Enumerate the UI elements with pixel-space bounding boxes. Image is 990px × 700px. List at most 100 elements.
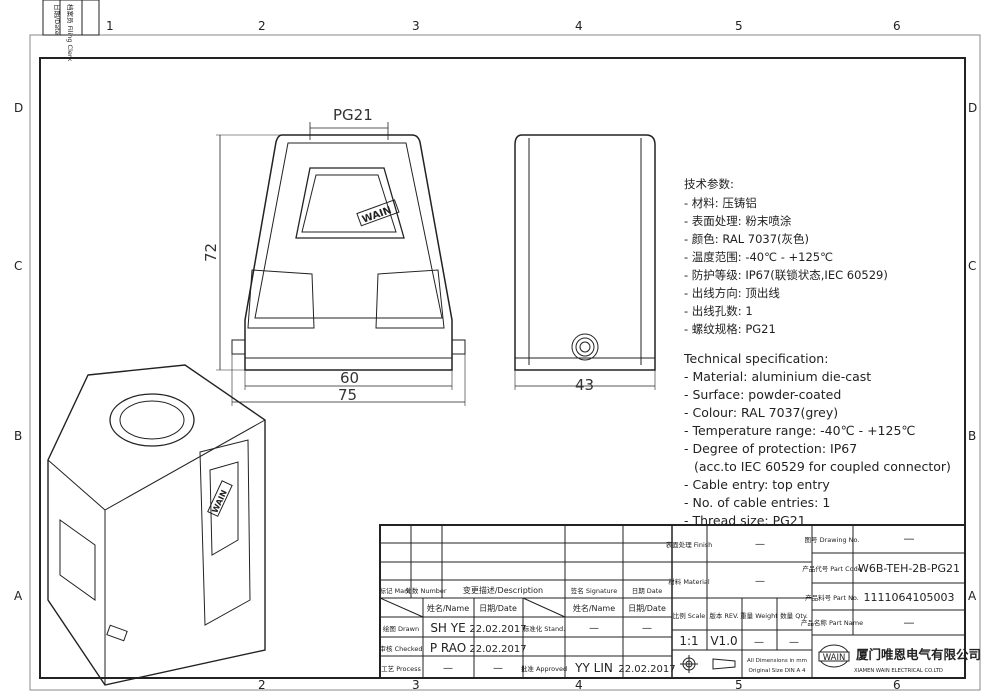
stand-name: — xyxy=(589,623,599,634)
spec-cn-item: - 颜色: RAL 7037(灰色) xyxy=(684,232,809,246)
front-view: WAIN PG21 72 60 75 xyxy=(202,106,466,406)
col-2: 2 xyxy=(258,19,266,33)
material-value: — xyxy=(755,576,765,587)
dims-note: All Dimensions in mm xyxy=(747,658,807,664)
stand-date: — xyxy=(642,623,652,634)
date-stamp-label: 日期/Date xyxy=(53,4,61,35)
spec-en-item: - Colour: RAL 7037(grey) xyxy=(684,405,838,420)
spec-english: Technical specification: - Material: alu… xyxy=(683,351,951,528)
drawn-name: SH YE xyxy=(430,621,465,635)
part-no-value: 1111064105003 xyxy=(864,591,955,604)
spec-cn-item: - 螺纹规格: PG21 xyxy=(684,322,776,336)
dim-width-75: 75 xyxy=(338,386,357,404)
date-header-3: 日期/Date xyxy=(628,604,666,613)
wain-logo-iso: WAIN xyxy=(210,489,228,515)
col-3: 3 xyxy=(412,19,420,33)
company-name-cn: 厦门唯恩电气有限公司 xyxy=(856,647,981,662)
scale-value: 1:1 xyxy=(679,634,698,648)
col-4: 4 xyxy=(575,19,583,33)
process-name: — xyxy=(443,663,453,674)
filing-clerk-label: 档案员 Filing Clerk xyxy=(66,4,75,62)
description-header: 变更描述/Description xyxy=(463,585,543,595)
process-label: 工艺 Process xyxy=(381,665,421,673)
finish-label: 表面处理 Finish xyxy=(666,540,713,549)
drawing-no-value: — xyxy=(904,532,915,545)
row-D: D xyxy=(14,101,23,115)
checked-name: P RAO xyxy=(430,641,466,655)
approved-label: 批准 Approved xyxy=(521,664,567,673)
spec-cn-item: - 温度范围: -40℃ - +125℃ xyxy=(684,250,833,264)
dim-depth-43: 43 xyxy=(575,376,594,394)
spec-en-item: - Degree of protection: IP67 xyxy=(684,441,857,456)
dim-height-72: 72 xyxy=(202,243,220,262)
title-block: 标记 Mark 处数 Number 变更描述/Description 签名 Si… xyxy=(379,524,981,679)
process-date: — xyxy=(493,663,503,674)
wain-logo: WAIN xyxy=(823,653,846,663)
company-logo: WAIN xyxy=(818,644,850,668)
name-header: 姓名/Name xyxy=(427,603,469,613)
spec-en-title: Technical specification: xyxy=(683,351,828,366)
column-markers: 1 2 3 4 5 6 2 3 4 5 6 D C B A D C B A xyxy=(14,19,977,692)
col-3-bottom: 3 xyxy=(412,678,420,692)
row-D-right: D xyxy=(968,101,977,115)
spec-chinese: 技术参数: - 材料: 压铸铝 - 表面处理: 粉末喷涂 - 颜色: RAL 7… xyxy=(684,177,888,336)
drawing-no-label: 图号 Drawing No. xyxy=(805,536,860,544)
col-5-bottom: 5 xyxy=(735,678,743,692)
date-header: 日期 Date xyxy=(632,587,663,595)
row-C: C xyxy=(14,259,22,273)
spec-en-item: - Surface: powder-coated xyxy=(684,387,841,402)
spec-cn-item: - 材料: 压铸铝 xyxy=(684,196,757,210)
taper-symbol-icon xyxy=(712,658,736,670)
projection-symbol-icon xyxy=(680,655,698,673)
side-stamp: 日期/Date 档案员 Filing Clerk xyxy=(42,0,100,62)
part-name-value: — xyxy=(904,616,915,629)
part-no-label: 产品料号 Part No. xyxy=(805,593,859,602)
weight-label: 重量 Weight xyxy=(740,612,778,620)
row-B: B xyxy=(14,429,22,443)
mark-header: 标记 Mark xyxy=(379,586,410,595)
spec-cn-item: - 出线孔数: 1 xyxy=(684,304,753,318)
approved-date: 22.02.2017 xyxy=(618,664,675,675)
row-A: A xyxy=(14,589,23,603)
date-header-2: 日期/Date xyxy=(479,604,517,613)
name-header-2: 姓名/Name xyxy=(573,603,615,613)
drawn-label: 绘图 Drawn xyxy=(383,624,419,633)
qty-value: — xyxy=(789,637,799,648)
col-5: 5 xyxy=(735,19,743,33)
dim-pg21: PG21 xyxy=(333,106,373,124)
spec-cn-item: - 出线方向: 顶出线 xyxy=(684,286,780,300)
spec-en-item: - Material: aluminium die-cast xyxy=(684,369,871,384)
row-A-right: A xyxy=(968,589,977,603)
col-6-bottom: 6 xyxy=(893,678,901,692)
checked-date: 22.02.2017 xyxy=(469,644,526,655)
spec-cn-title: 技术参数: xyxy=(684,177,734,191)
col-6: 6 xyxy=(893,19,901,33)
rev-value: V1.0 xyxy=(710,634,737,648)
col-4-bottom: 4 xyxy=(575,678,583,692)
drawn-date: 22.02.2017 xyxy=(469,624,526,635)
spec-cn-item: - 防护等级: IP67(联锁状态,IEC 60529) xyxy=(684,268,888,282)
part-name-label: 产品名称 Part Name xyxy=(801,618,863,627)
row-C-right: C xyxy=(968,259,976,273)
company-name-en: XIAMEN WAIN ELECTRICAL CO.LTD xyxy=(854,668,943,674)
stand-label: 标准化 Stand. xyxy=(523,624,566,633)
dim-width-60: 60 xyxy=(340,369,359,387)
spec-en-item: (acc.to IEC 60529 for coupled connector) xyxy=(694,459,951,474)
spec-cn-item: - 表面处理: 粉末喷涂 xyxy=(684,214,792,228)
checked-label: 审核 Checked xyxy=(380,644,423,653)
scale-label: 比例 Scale xyxy=(673,611,706,620)
finish-value: — xyxy=(755,539,765,550)
spec-en-item: - Cable entry: top entry xyxy=(684,477,830,492)
wain-logo-front: WAIN xyxy=(361,205,393,226)
qty-label: 数量 Qty. xyxy=(780,611,808,620)
rev-label: 版本 REV. xyxy=(709,611,738,620)
size-note: Original Size DIN A 4 xyxy=(748,668,806,674)
col-2-bottom: 2 xyxy=(258,678,266,692)
row-B-right: B xyxy=(968,429,976,443)
side-view: 43 xyxy=(514,134,656,394)
approved-name: YY LIN xyxy=(574,661,613,675)
signature-header: 签名 Signature xyxy=(571,586,617,595)
isometric-view: WAIN xyxy=(47,364,266,686)
col-1: 1 xyxy=(106,19,114,33)
